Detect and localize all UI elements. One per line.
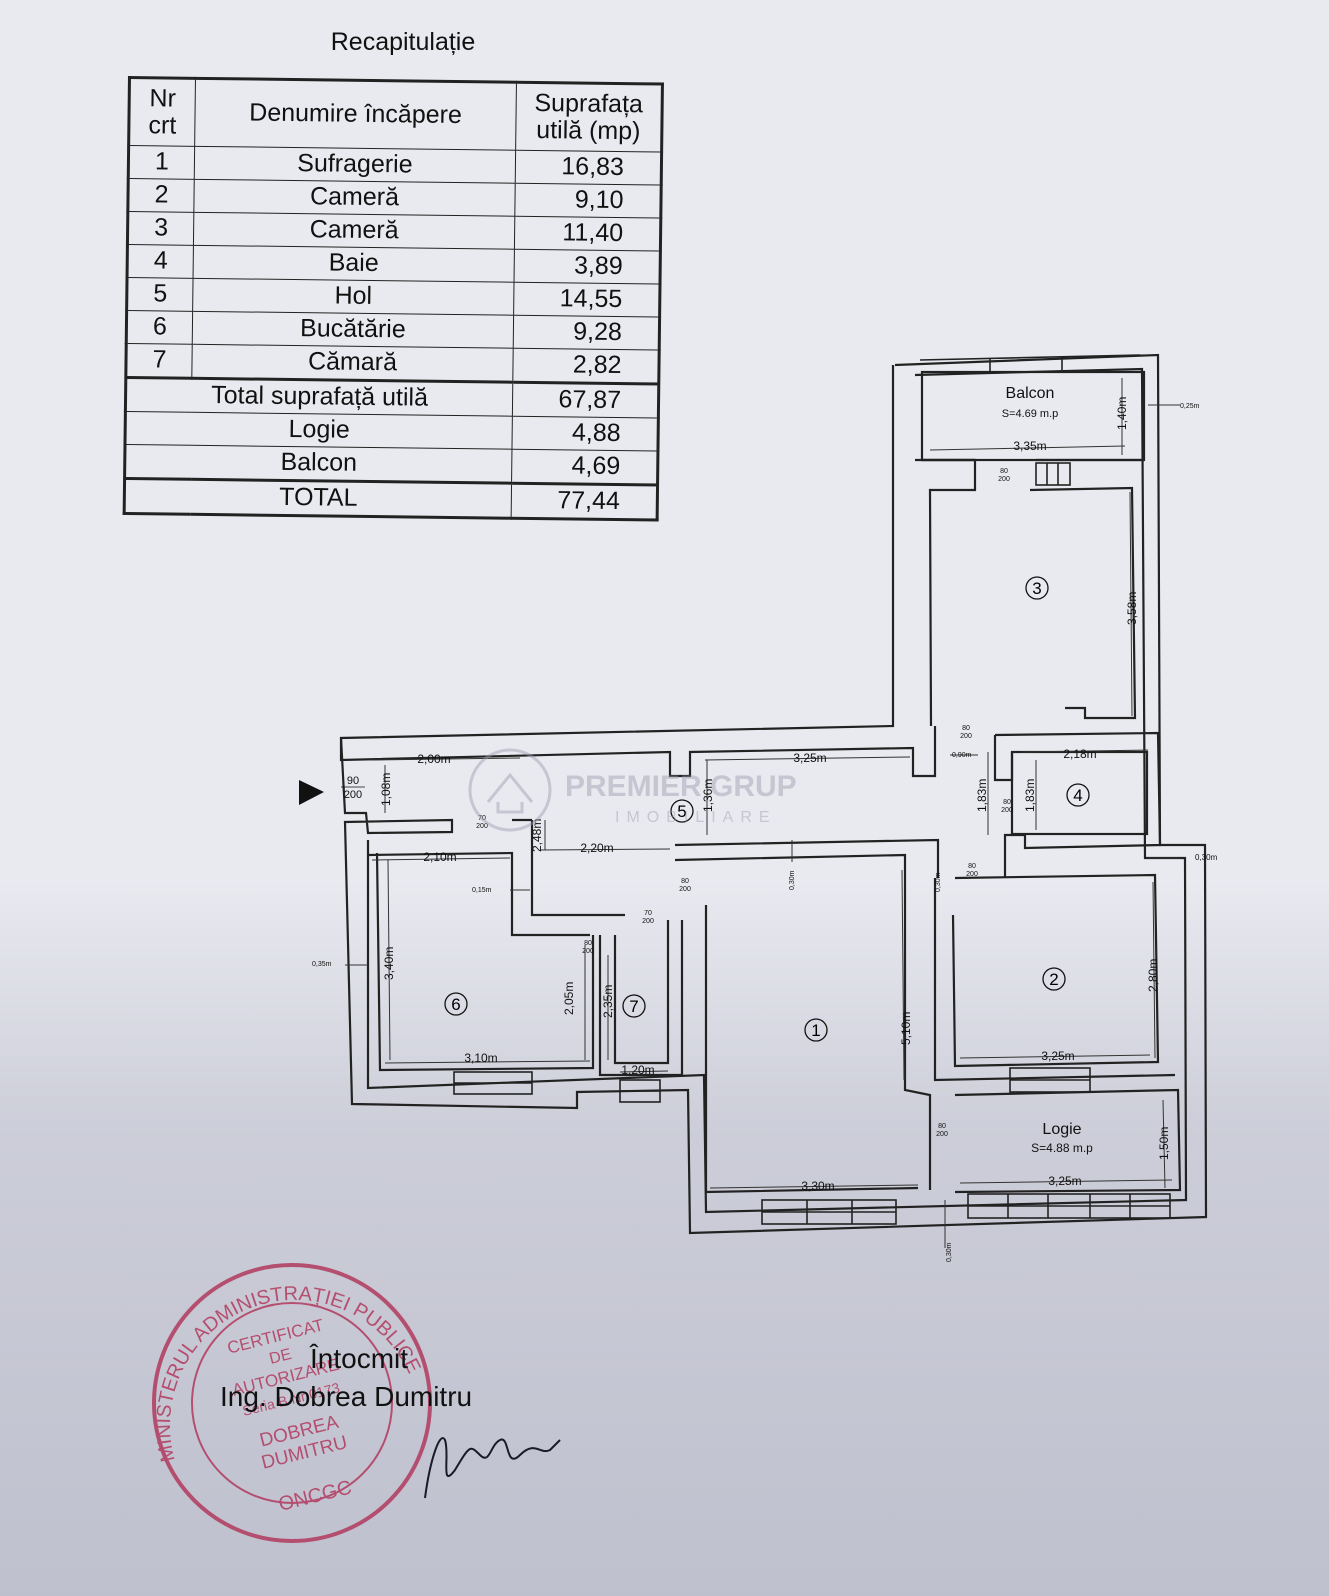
dim-text: 0,30m	[789, 870, 796, 890]
svg-text:5: 5	[677, 802, 686, 821]
door-note: 200	[966, 871, 978, 878]
dim-text: 3,40m	[382, 947, 396, 980]
dim-text: 5,10m	[899, 1012, 913, 1045]
dim-text: 1,83m	[1023, 779, 1037, 812]
room-numbers: 1 2 3 4 5 6 7	[444, 576, 1090, 1042]
door-note: 200	[642, 918, 654, 925]
svg-text:1: 1	[811, 1021, 820, 1040]
door-note: 200	[998, 476, 1010, 483]
dim-text: 3,25m	[793, 751, 826, 765]
dim-text: 2,48m	[530, 819, 544, 852]
dim-text: 0,35m	[312, 961, 332, 968]
signature-block: Întocmit Ing. Dobrea Dumitru	[220, 1340, 472, 1416]
dim-text: 2,35m	[601, 985, 615, 1018]
door-note: 200	[476, 823, 488, 830]
dim-text: 2,10m	[423, 850, 456, 864]
door-annotations: 90 200 80 200 80 200 80 200 80 200 80 20…	[341, 468, 1013, 1138]
room-number-5: 5	[670, 799, 694, 823]
svg-text:7: 7	[629, 997, 638, 1016]
dim-text: 1,08m	[379, 773, 393, 806]
door-note: 80	[584, 940, 592, 947]
plan-walls	[339, 353, 1208, 1235]
dim-text: 3,25m	[1041, 1049, 1074, 1063]
watermark: PREMIER GRUP IMOBILIARE	[468, 748, 797, 832]
dim-text: 0,25m	[1180, 403, 1200, 410]
dim-text: 2,18m	[1063, 747, 1096, 761]
door-note: 80	[962, 725, 970, 732]
door-note: 90	[347, 775, 359, 787]
door-note: 80	[1003, 799, 1011, 806]
dim-text: 2,00m	[417, 752, 450, 766]
dim-text: 0,30m	[935, 872, 942, 892]
watermark-sub: IMOBILIARE	[615, 809, 777, 826]
dim-text: 3,10m	[464, 1051, 497, 1065]
door-note: 200	[344, 789, 362, 801]
signature-scribble	[424, 1437, 561, 1499]
svg-text:6: 6	[451, 995, 460, 1014]
room-number-4: 4	[1066, 783, 1090, 807]
stamp-line: DE	[268, 1346, 294, 1368]
door-note: 200	[960, 733, 972, 740]
logie-area: S=4.88 m.p	[1031, 1141, 1093, 1155]
dimension-texts: 3,35m 1,40m 0,25m 3,58m 2,18m 1,83m 1,83…	[312, 397, 1218, 1262]
door-note: 80	[938, 1123, 946, 1130]
recap-title: Recapitulație	[330, 28, 476, 56]
svg-text:4: 4	[1073, 786, 1082, 805]
logie-label: Logie	[1042, 1121, 1081, 1138]
door-note: 200	[1001, 807, 1013, 814]
room-number-1: 1	[804, 1018, 828, 1042]
dim-text: 1,36m	[701, 779, 715, 812]
balcon-label: Balcon	[1006, 385, 1055, 402]
room-number-3: 3	[1025, 576, 1049, 600]
dim-text: 2,20m	[580, 841, 613, 855]
dim-text: 3,30m	[801, 1179, 834, 1193]
door-note: 80	[681, 878, 689, 885]
door-note: 200	[582, 948, 594, 955]
dim-text: 2,80m	[1146, 959, 1160, 992]
dim-text: 1,40m	[1115, 397, 1129, 430]
dim-text: 2,05m	[562, 982, 576, 1015]
door-note: 70	[478, 815, 486, 822]
watermark-logo-icon	[468, 748, 552, 832]
dim-text: 0,30m	[946, 1242, 953, 1262]
watermark-brand: PREMIER GRUP	[565, 770, 797, 803]
door-note: 70	[644, 910, 652, 917]
dim-text: 3,58m	[1125, 592, 1139, 625]
balcon-area: S=4.69 m.p	[1002, 408, 1059, 420]
svg-text:3: 3	[1032, 579, 1041, 598]
door-note: 80	[968, 863, 976, 870]
door-note: 80	[1000, 468, 1008, 475]
signature-line2: Ing. Dobrea Dumitru	[220, 1381, 473, 1412]
signature-line1: Întocmit	[310, 1343, 409, 1374]
dim-text: 3,35m	[1013, 439, 1046, 453]
stamp-line: ONCGC	[276, 1476, 354, 1515]
dim-text: 1,83m	[975, 779, 989, 812]
dim-text: 0,15m	[472, 887, 492, 894]
door-note: 200	[679, 886, 691, 893]
dim-text: 3,25m	[1048, 1174, 1081, 1188]
dim-text: 1,20m	[621, 1063, 654, 1077]
dim-text: 0,90m	[952, 752, 972, 759]
door-note: 200	[936, 1131, 948, 1138]
entry-arrow-icon	[299, 780, 324, 805]
dim-text: 1,50m	[1157, 1127, 1171, 1160]
room-number-7: 7	[622, 994, 646, 1018]
dimension-lines	[345, 378, 1180, 1248]
svg-text:2: 2	[1049, 970, 1058, 989]
room-labels: Balcon S=4.69 m.p Logie S=4.88 m.p	[1002, 385, 1093, 1155]
room-number-6: 6	[444, 992, 468, 1016]
dim-text: 0,30m	[1195, 853, 1218, 862]
room-number-2: 2	[1042, 967, 1066, 991]
